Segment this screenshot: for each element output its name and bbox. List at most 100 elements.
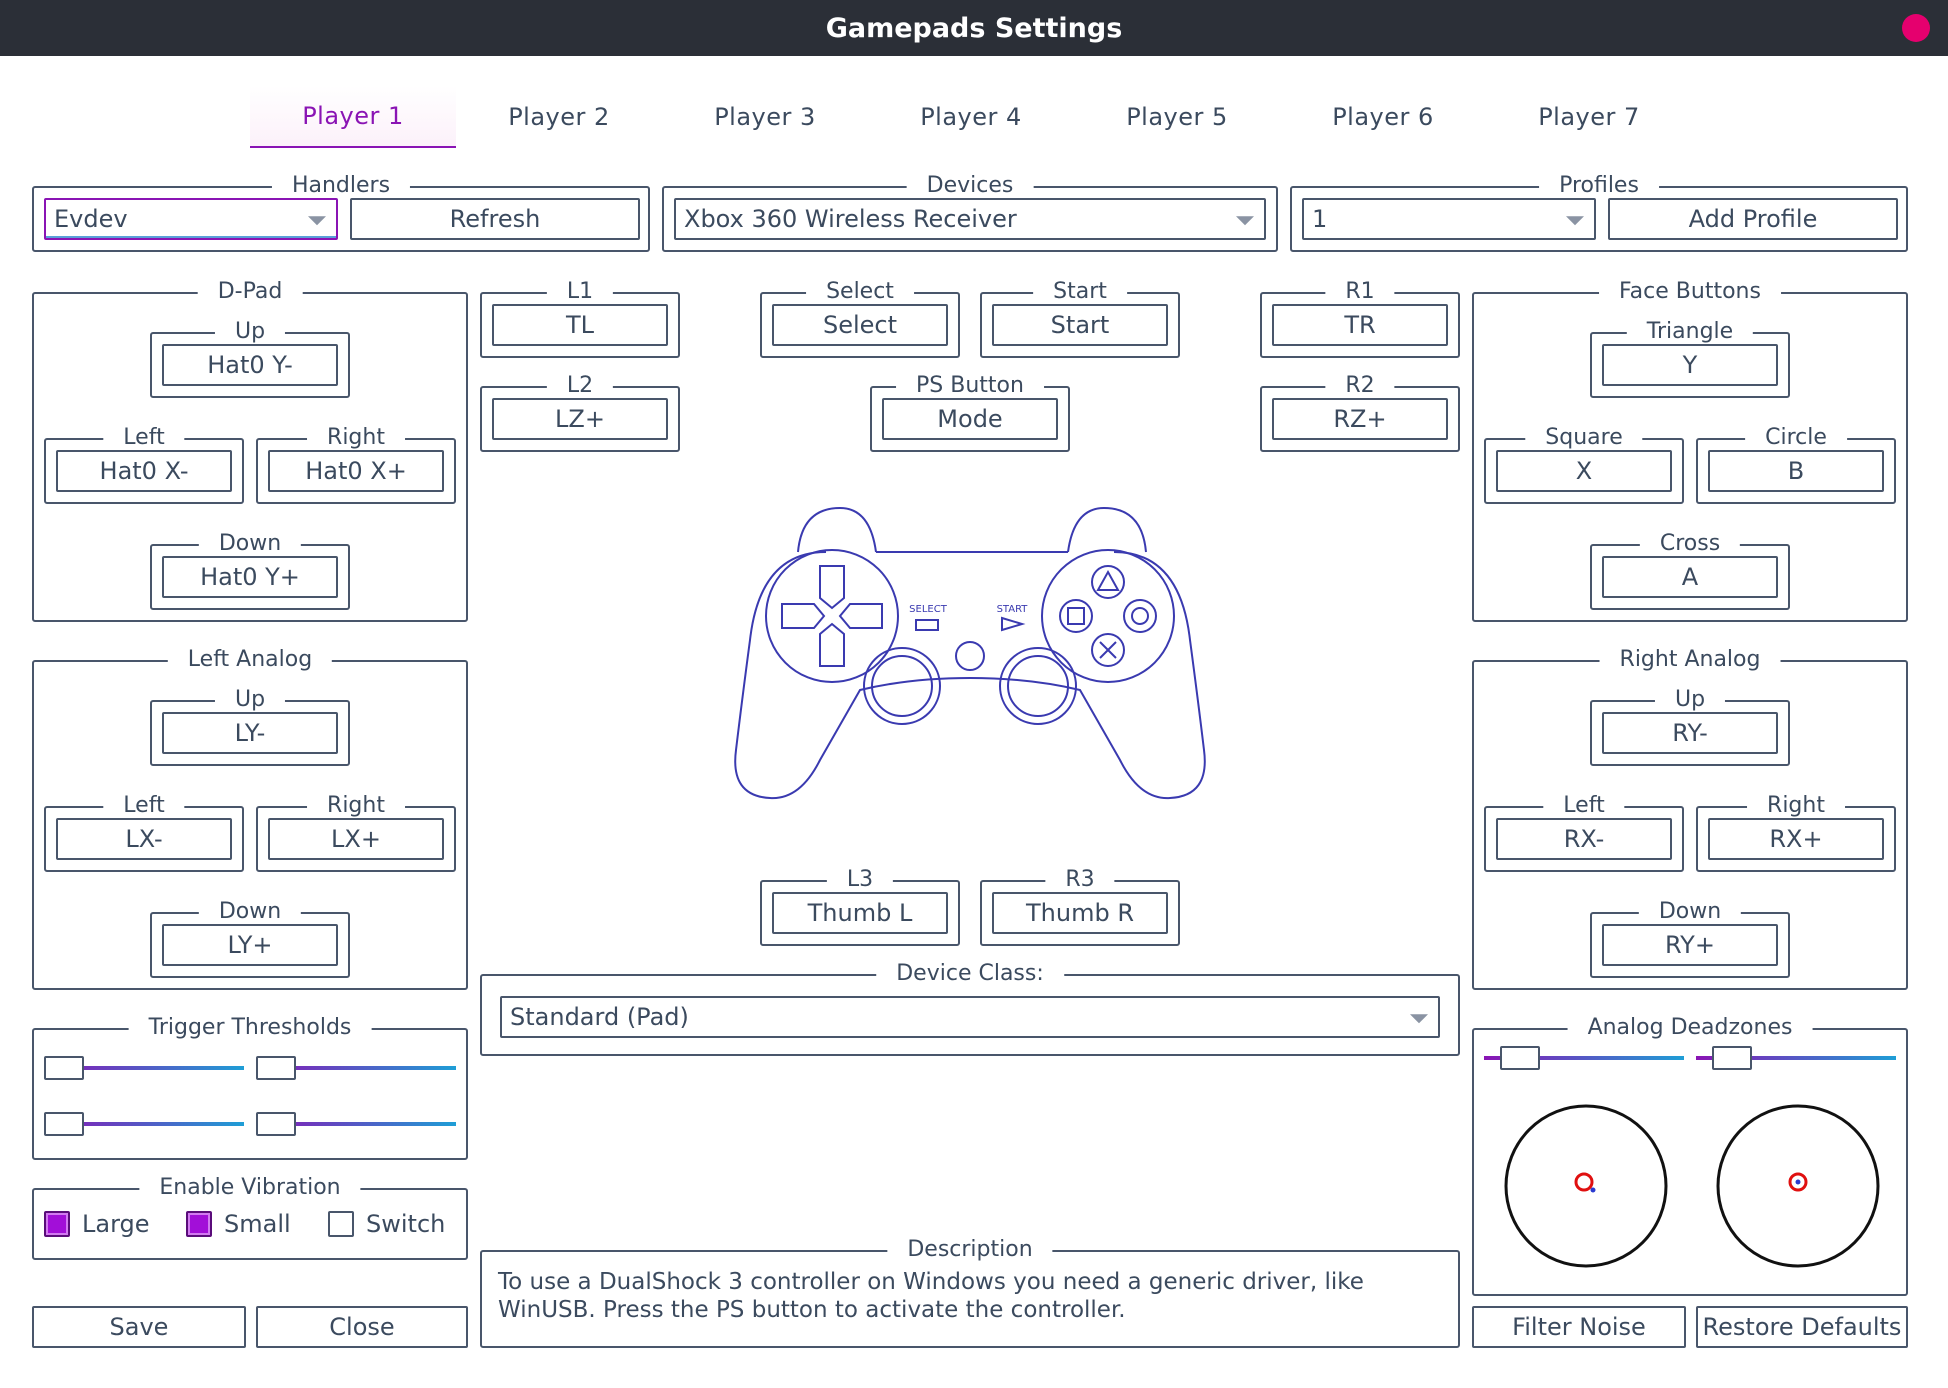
tab-player-1[interactable]: Player 1 [250, 86, 456, 148]
cross-label: Cross [1639, 530, 1741, 558]
r1-button[interactable]: TR [1272, 304, 1448, 346]
start-button[interactable]: Start [992, 304, 1168, 346]
trigger-threshold-slider[interactable] [44, 1056, 244, 1080]
square-group: Square X [1484, 424, 1684, 504]
select-key-icon [915, 619, 939, 631]
dpad-down-button[interactable]: Hat0 Y+ [162, 556, 338, 598]
save-button[interactable]: Save [32, 1306, 246, 1348]
tab-player-2[interactable]: Player 2 [508, 103, 610, 131]
slider-knob[interactable] [256, 1112, 296, 1136]
profile-select[interactable]: 1 [1302, 198, 1596, 240]
close-button[interactable]: Close [256, 1306, 468, 1348]
trigger-threshold-slider[interactable] [44, 1112, 244, 1136]
dpad-left-button[interactable]: Hat0 X- [56, 450, 232, 492]
tab-player-4[interactable]: Player 4 [920, 103, 1022, 131]
right-analog-right-group: Right RX+ [1696, 792, 1896, 872]
tab-player-6[interactable]: Player 6 [1332, 103, 1434, 131]
l1-label: L1 [546, 278, 614, 306]
description-title: Description [887, 1236, 1053, 1264]
l3-group: L3 Thumb L [760, 866, 960, 946]
vibration-switch-checkbox[interactable]: Switch [328, 1210, 445, 1238]
dpad-up-button[interactable]: Hat0 Y- [162, 344, 338, 386]
left-analog-down-label: Down [198, 898, 302, 926]
slider-knob[interactable] [44, 1056, 84, 1080]
left-analog-up-group: Up LY- [150, 686, 350, 766]
dpad-up-group: Up Hat0 Y- [150, 318, 350, 398]
tab-player-5[interactable]: Player 5 [1126, 103, 1228, 131]
filter-noise-button[interactable]: Filter Noise [1472, 1306, 1686, 1348]
slider-knob[interactable] [1712, 1046, 1752, 1070]
triangle-label: Triangle [1626, 318, 1754, 346]
restore-defaults-button[interactable]: Restore Defaults [1696, 1306, 1908, 1348]
trigger-threshold-slider[interactable] [256, 1056, 456, 1080]
triangle-button[interactable]: Y [1602, 344, 1778, 386]
device-select-value: Xbox 360 Wireless Receiver [684, 205, 1017, 233]
l3-label: L3 [826, 866, 894, 894]
square-icon [1067, 607, 1085, 625]
ps-button-label: PS Button [896, 372, 1044, 400]
profile-select-value: 1 [1312, 205, 1328, 233]
dpad-right-button[interactable]: Hat0 X+ [268, 450, 444, 492]
right-analog-up-label: Up [1654, 686, 1726, 714]
right-analog-title: Right Analog [1599, 646, 1781, 674]
l1-group: L1 TL [480, 278, 680, 358]
description-group: Description To use a DualShock 3 control… [480, 1236, 1460, 1348]
ps-button[interactable]: Mode [882, 398, 1058, 440]
trigger-threshold-slider[interactable] [256, 1112, 456, 1136]
slider-knob[interactable] [44, 1112, 84, 1136]
square-button-circle [1059, 599, 1093, 633]
right-analog-down-button[interactable]: RY+ [1602, 924, 1778, 966]
device-class-select[interactable]: Standard (Pad) [500, 996, 1440, 1038]
circle-button[interactable]: B [1708, 450, 1884, 492]
right-deadzone-slider[interactable] [1696, 1046, 1896, 1070]
right-analog-right-button[interactable]: RX+ [1708, 818, 1884, 860]
dpad-left-label: Left [103, 424, 185, 452]
r3-button[interactable]: Thumb R [992, 892, 1168, 934]
vibration-large-checkbox[interactable]: Large [44, 1210, 150, 1238]
square-label: Square [1525, 424, 1643, 452]
refresh-button[interactable]: Refresh [350, 198, 640, 240]
left-analog-left-button[interactable]: LX- [56, 818, 232, 860]
handler-select[interactable]: Evdev [44, 198, 338, 240]
l3-button[interactable]: Thumb L [772, 892, 948, 934]
close-window-icon[interactable] [1902, 14, 1930, 42]
dpad-up-arrow-icon [819, 565, 845, 610]
select-button[interactable]: Select [772, 304, 948, 346]
vibration-small-checkbox[interactable]: Small [186, 1210, 291, 1238]
r2-button[interactable]: RZ+ [1272, 398, 1448, 440]
left-analog-right-button[interactable]: LX+ [268, 818, 444, 860]
slider-knob[interactable] [1500, 1046, 1540, 1070]
tab-player-7[interactable]: Player 7 [1538, 103, 1640, 131]
right-analog-left-button[interactable]: RX- [1496, 818, 1672, 860]
slider-knob[interactable] [256, 1056, 296, 1080]
dpad-down-label: Down [198, 530, 302, 558]
device-class-group: Device Class: Standard (Pad) [480, 960, 1460, 1056]
description-text: To use a DualShock 3 controller on Windo… [498, 1269, 1364, 1323]
dpad-left-group: Left Hat0 X- [44, 424, 244, 504]
trigger-thresholds-group: Trigger Thresholds [32, 1014, 468, 1160]
dpad-up-label: Up [214, 318, 286, 346]
left-analog-title: Left Analog [167, 646, 333, 674]
right-analog-up-button[interactable]: RY- [1602, 712, 1778, 754]
l2-button[interactable]: LZ+ [492, 398, 668, 440]
profiles-title: Profiles [1539, 172, 1659, 200]
add-profile-button[interactable]: Add Profile [1608, 198, 1898, 240]
dpad-down-group: Down Hat0 Y+ [150, 530, 350, 610]
dpad-right-label: Right [307, 424, 405, 452]
left-analog-down-button[interactable]: LY+ [162, 924, 338, 966]
select-group: Select Select [760, 278, 960, 358]
cross-icon [1099, 641, 1117, 659]
checkbox-checked-icon[interactable] [186, 1211, 212, 1237]
cross-button[interactable]: A [1602, 556, 1778, 598]
tab-player-3[interactable]: Player 3 [714, 103, 816, 131]
dpad-group: D-Pad Up Hat0 Y- Left Hat0 X- Right Hat0… [32, 278, 468, 622]
square-button[interactable]: X [1496, 450, 1672, 492]
checkbox-checked-icon[interactable] [44, 1211, 70, 1237]
l1-button[interactable]: TL [492, 304, 668, 346]
checkbox-unchecked-icon[interactable] [328, 1211, 354, 1237]
left-analog-up-button[interactable]: LY- [162, 712, 338, 754]
left-deadzone-slider[interactable] [1484, 1046, 1684, 1070]
right-analog-down-group: Down RY+ [1590, 898, 1790, 978]
device-select[interactable]: Xbox 360 Wireless Receiver [674, 198, 1266, 240]
chevron-down-icon [1236, 216, 1254, 226]
